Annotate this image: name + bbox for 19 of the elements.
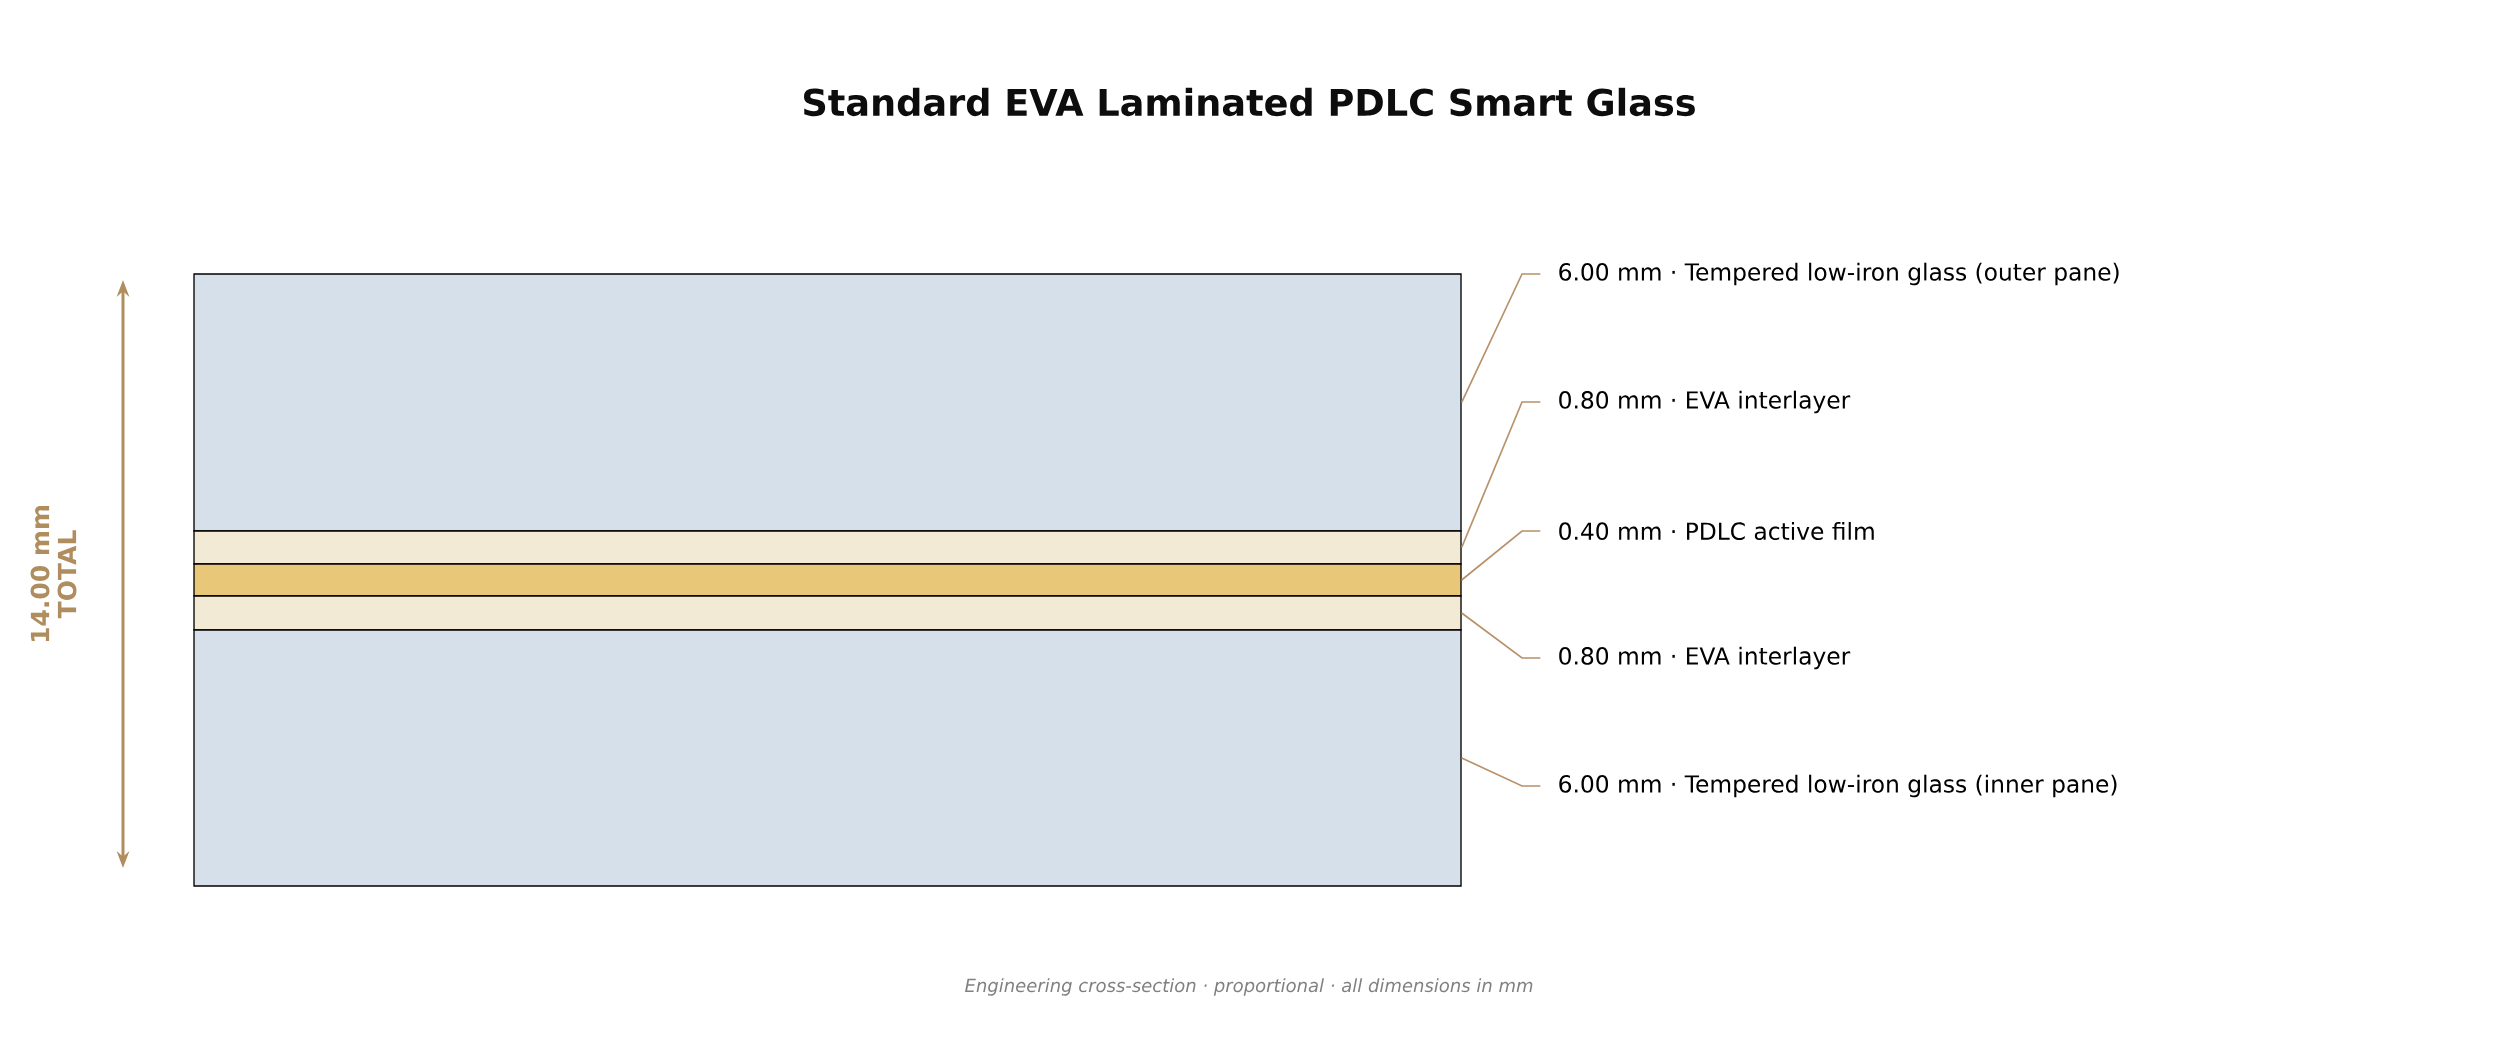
- dimension-label: TOTAL: [57, 530, 77, 619]
- leader-line: [1460, 401, 1542, 549]
- title: Standard EVA Laminated PDLC Smart Glass: [804, 87, 1695, 117]
- layer-bar: [193, 629, 1462, 887]
- layer-label: 0.80 mm · EVA interlayer: [1559, 390, 1851, 414]
- leader-line: [1460, 612, 1542, 659]
- layer-label: 6.00 mm · Tempered low-iron glass (outer pane): [1559, 262, 2119, 286]
- layer-label: 0.40 mm · PDLC active film: [1559, 521, 1874, 540]
- leader-line: [1460, 273, 1542, 404]
- layer-bar: [193, 273, 1462, 532]
- dimension-label: 14.00 mm: [30, 506, 50, 642]
- caption: Engineering cross-section · proportional · all dimensions in mm: [965, 978, 1533, 996]
- layer-bar: [193, 563, 1462, 597]
- leader-line: [1460, 530, 1542, 581]
- leader-line: [1460, 757, 1542, 787]
- layer-bar: [193, 595, 1462, 631]
- layer-label: 6.00 mm · Tempered low-iron glass (inner pane): [1559, 774, 2117, 798]
- layer-bar: [193, 530, 1462, 565]
- layer-label: 0.80 mm · EVA interlayer: [1559, 646, 1851, 670]
